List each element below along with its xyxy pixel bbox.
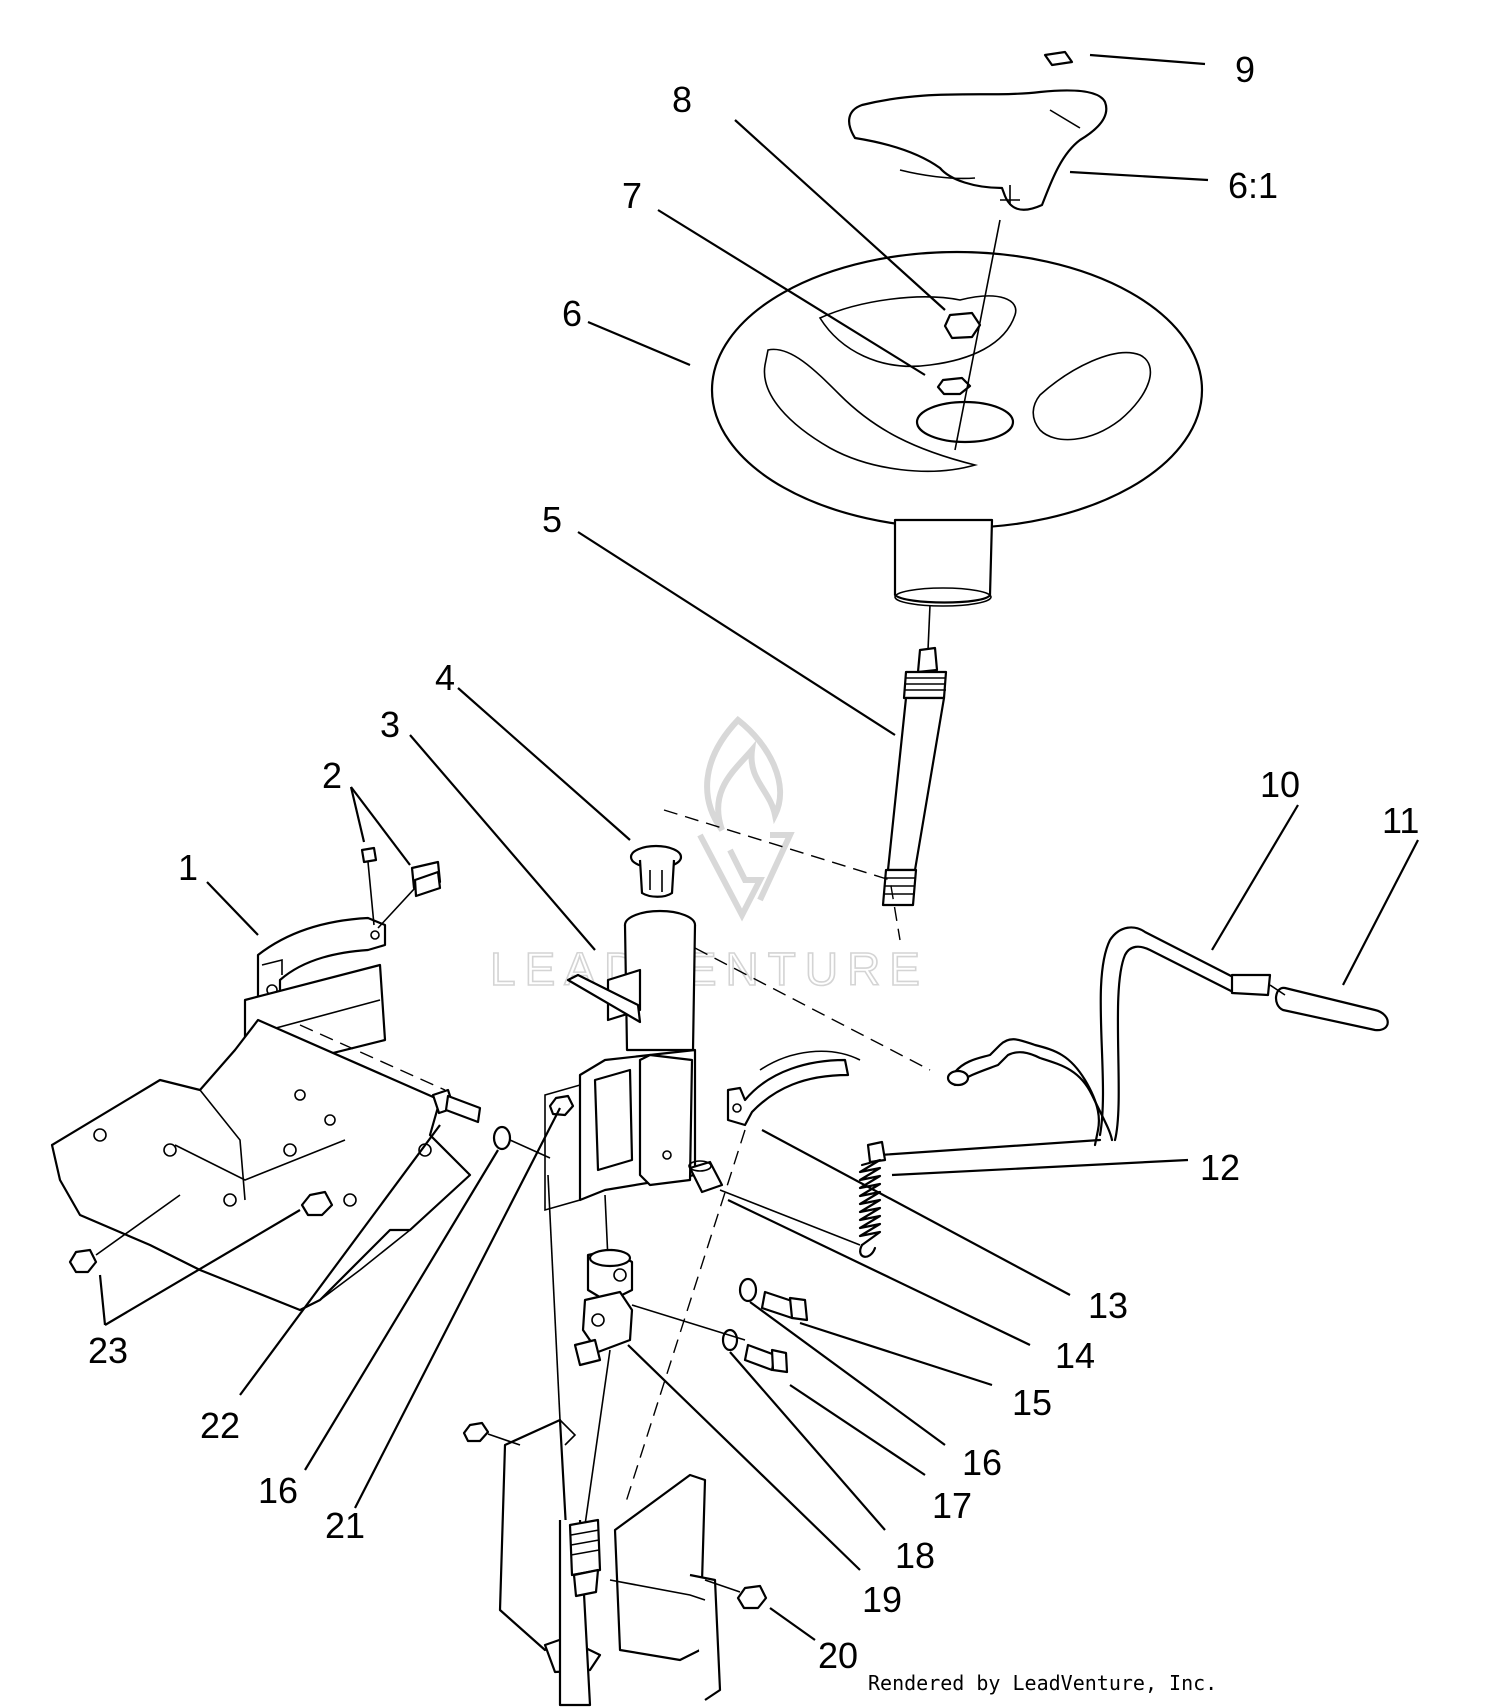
pivot-bushing xyxy=(688,1160,861,1246)
emblem xyxy=(1043,50,1074,67)
dashed-alignment-4 xyxy=(663,809,901,941)
spring xyxy=(858,1138,1102,1258)
callout-13: 13 xyxy=(1088,1285,1128,1326)
hex-nut xyxy=(943,311,982,340)
callout-12: 12 xyxy=(1200,1147,1240,1188)
axis-line-bolts xyxy=(631,1304,746,1341)
bolt-2b xyxy=(377,860,442,929)
dashed-alignment-10 xyxy=(694,947,931,1071)
callout-1: 1 xyxy=(178,847,198,888)
horn-cap xyxy=(848,89,1108,211)
bolt-17 xyxy=(743,1343,789,1374)
callout-16-left: 16 xyxy=(258,1470,298,1511)
universal-joint xyxy=(573,1248,634,1561)
callout-18: 18 xyxy=(895,1535,935,1576)
handle-grip xyxy=(1275,986,1389,1032)
callout-16-right: 16 xyxy=(962,1442,1002,1483)
callout-8: 8 xyxy=(672,79,692,120)
steering-shaft xyxy=(881,604,948,907)
leader-lines xyxy=(98,53,1419,1641)
pinion-spline xyxy=(568,1518,602,1598)
callout-2: 2 xyxy=(322,755,342,796)
dashed-alignment-14 xyxy=(624,1129,746,1506)
callout-3: 3 xyxy=(380,704,400,745)
callout-5: 5 xyxy=(542,499,562,540)
watermark-logo xyxy=(697,715,795,922)
callout-17: 17 xyxy=(932,1485,972,1526)
dashed-alignment-22 xyxy=(299,1024,446,1091)
lift-handle xyxy=(946,926,1272,1147)
nut-23b xyxy=(300,1190,334,1217)
callout-6: 6 xyxy=(562,293,582,334)
lower-bracket xyxy=(498,1418,722,1707)
washer-16-right xyxy=(738,1277,758,1303)
callout-19: 19 xyxy=(862,1579,902,1620)
watermark-text: LEADVENTURE xyxy=(490,943,929,995)
bolt-22 xyxy=(431,1088,482,1124)
callout-15: 15 xyxy=(1012,1382,1052,1423)
nut-21 xyxy=(509,1094,575,1159)
callout-7: 7 xyxy=(622,175,642,216)
callout-14: 14 xyxy=(1055,1335,1095,1376)
axis-line-shaft xyxy=(927,604,931,651)
clamp-bracket xyxy=(726,1050,861,1127)
bolt-2a xyxy=(360,846,378,926)
nut-23a xyxy=(68,1194,181,1274)
mounting-bracket-23 xyxy=(50,1018,472,1312)
callout-23: 23 xyxy=(88,1330,128,1371)
callout-20: 20 xyxy=(818,1635,858,1676)
lower-nut-right xyxy=(704,1579,768,1610)
callout-22: 22 xyxy=(200,1405,240,1446)
callout-6-1: 6:1 xyxy=(1228,165,1278,206)
callout-11: 11 xyxy=(1382,800,1419,841)
callout-10: 10 xyxy=(1260,764,1300,805)
bushing xyxy=(629,844,683,898)
steering-wheel xyxy=(710,250,1204,607)
callout-21: 21 xyxy=(325,1505,365,1546)
steering-column xyxy=(544,909,697,1261)
bolt-15 xyxy=(760,1290,809,1322)
callout-labels: 9 6:1 8 7 6 5 4 3 2 1 10 11 12 13 14 15 … xyxy=(88,49,1419,1676)
callout-9: 9 xyxy=(1235,49,1255,90)
washer-16-left xyxy=(492,1125,512,1151)
credit-text: Rendered by LeadVenture, Inc. xyxy=(868,1671,1217,1695)
callout-4: 4 xyxy=(435,657,455,698)
lower-nut-left xyxy=(462,1421,521,1446)
washer xyxy=(936,376,972,396)
axis-line-wheel xyxy=(954,219,1001,451)
